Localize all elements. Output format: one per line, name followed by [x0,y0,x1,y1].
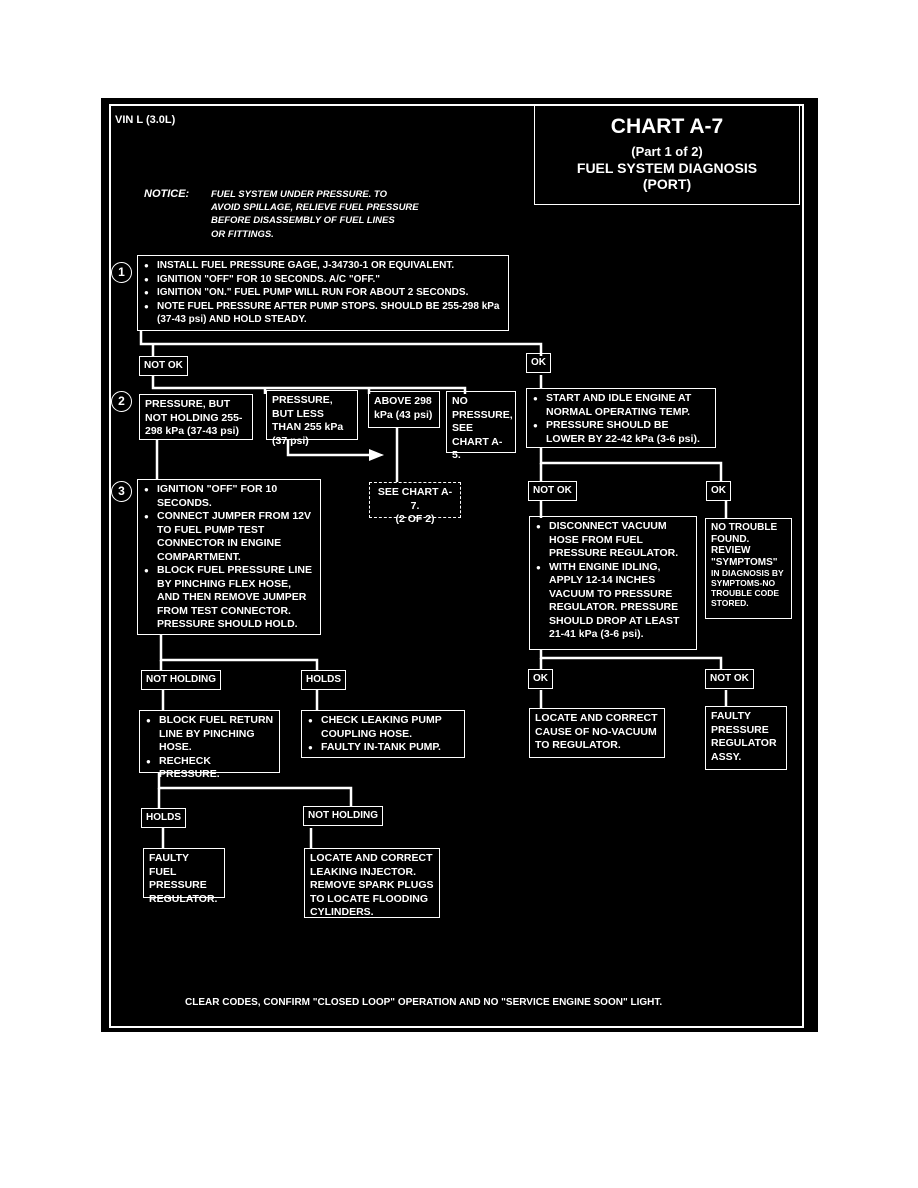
chart-part: (Part 1 of 2) [631,144,703,159]
step-2-marker: 2 [111,391,132,412]
label-holds-2: HOLDS [141,808,186,828]
box-above-298: ABOVE 298 kPa (43 psi) [368,391,440,428]
box-no-trouble: NO TROUBLE FOUND. REVIEW "SYMPTOMS" IN D… [705,518,792,619]
label-not-ok: NOT OK [139,356,188,376]
diagnostic-chart: VIN L (3.0L) CHART A-7 (Part 1 of 2) FUE… [101,98,818,1032]
box-faulty-fuel-regulator: FAULTY FUEL PRESSURE REGULATOR. [143,848,225,905]
vin-label: VIN L (3.0L) [115,114,176,126]
box-check-leaking: CHECK LEAKING PUMP COUPLING HOSE. FAULTY… [301,710,465,758]
label-ok-2: OK [706,481,731,501]
label-holds: HOLDS [301,670,346,690]
step-1-marker: 1 [111,262,132,283]
step1-box: INSTALL FUEL PRESSURE GAGE, J-34730-1 OR… [137,255,509,331]
box-disconnect-vacuum: DISCONNECT VACUUM HOSE FROM FUEL PRESSUR… [529,516,697,650]
notice-label: NOTICE: [144,188,190,200]
step3-box: IGNITION "OFF" FOR 10 SECONDS. CONNECT J… [137,479,321,635]
box-block-return: BLOCK FUEL RETURN LINE BY PINCHING HOSE.… [139,710,280,780]
box-see-chart-a7: SEE CHART A-7. (2 OF 2) [369,482,461,525]
chart-subtitle-port: (PORT) [642,176,692,192]
chart-frame [109,104,804,1028]
step-3-marker: 3 [111,481,132,502]
box-start-idle: START AND IDLE ENGINE AT NORMAL OPERATIN… [526,388,716,448]
label-not-ok-2: NOT OK [528,481,577,501]
box-no-pressure: NO PRESSURE, SEE CHART A-5. [446,391,516,461]
connector-step1-split [139,331,543,356]
label-not-holding: NOT HOLDING [141,670,221,690]
box-pressure-not-holding: PRESSURE, BUT NOT HOLDING 255-298 kPa (3… [139,394,253,440]
label-not-holding-2: NOT HOLDING [303,806,383,826]
label-ok: OK [526,353,551,373]
box-faulty-regulator-assy: FAULTY PRESSURE REGULATOR ASSY. [705,706,787,770]
box-locate-injector: LOCATE AND CORRECT LEAKING INJECTOR. REM… [304,848,440,918]
box-pressure-less-than: PRESSURE, BUT LESS THAN 255 kPa (37 psi) [266,390,358,447]
chart-title-box: CHART A-7 (Part 1 of 2) FUEL SYSTEM DIAG… [534,104,800,205]
chart-subtitle: FUEL SYSTEM DIAGNOSIS [576,160,758,176]
footer-instruction: CLEAR CODES, CONFIRM "CLOSED LOOP" OPERA… [185,997,663,1008]
chart-title: CHART A-7 [610,115,724,138]
label-not-ok-3: NOT OK [705,669,754,689]
box-locate-no-vacuum: LOCATE AND CORRECT CAUSE OF NO-VACUUM TO… [529,708,665,758]
label-ok-3: OK [528,669,553,689]
notice-text: FUEL SYSTEM UNDER PRESSURE. TO AVOID SPI… [211,189,419,240]
